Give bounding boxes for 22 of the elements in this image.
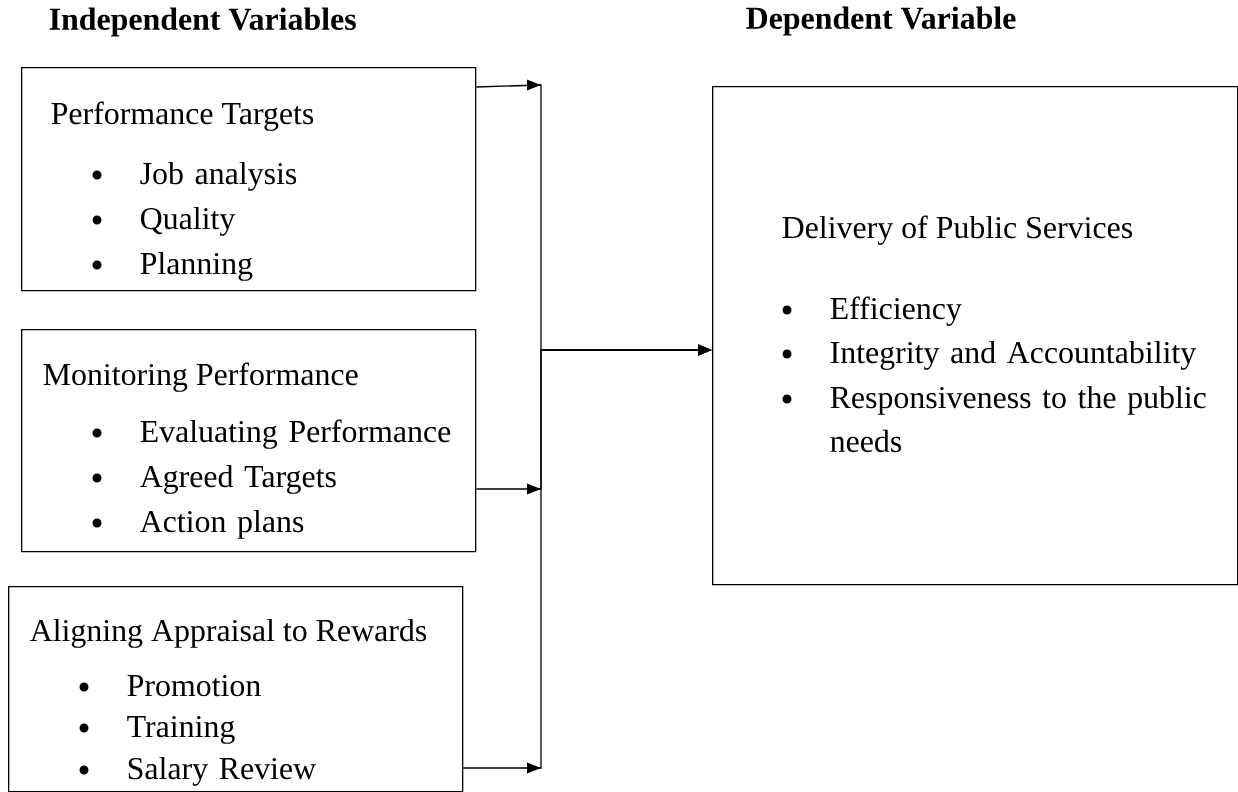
- factor-box: [21, 329, 477, 553]
- bullet-item: Training: [127, 715, 235, 744]
- bullet-item: Job analysis: [140, 161, 297, 191]
- bullet-item: Integrity and Accountability: [830, 340, 1197, 370]
- factor-box: [8, 586, 464, 792]
- factor-box: [21, 67, 477, 292]
- column-heading: Independent Variables: [49, 7, 356, 37]
- factor-box: [712, 86, 1238, 586]
- bullet-item: Evaluating Performance: [140, 419, 451, 449]
- box-title: Aligning Appraisal to Rewards: [29, 618, 427, 648]
- box-title: Monitoring Performance: [43, 362, 358, 392]
- bullet-item: Agreed Targets: [139, 464, 336, 494]
- bullet-item: Planning: [140, 251, 253, 281]
- box-title: Delivery of Public Services: [782, 215, 1132, 245]
- bullet-item: Promotion: [127, 674, 261, 697]
- box-title: Performance Targets: [51, 101, 314, 131]
- bullet-item: Action plans: [139, 509, 304, 539]
- bullet-item: Salary Review: [128, 756, 316, 786]
- bullet-item: Efficiency: [830, 296, 962, 326]
- bullet-item: Responsiveness to the public needs: [830, 385, 1206, 453]
- column-heading: Dependent Variable: [746, 6, 1016, 36]
- bullet-item: Quality: [140, 206, 236, 236]
